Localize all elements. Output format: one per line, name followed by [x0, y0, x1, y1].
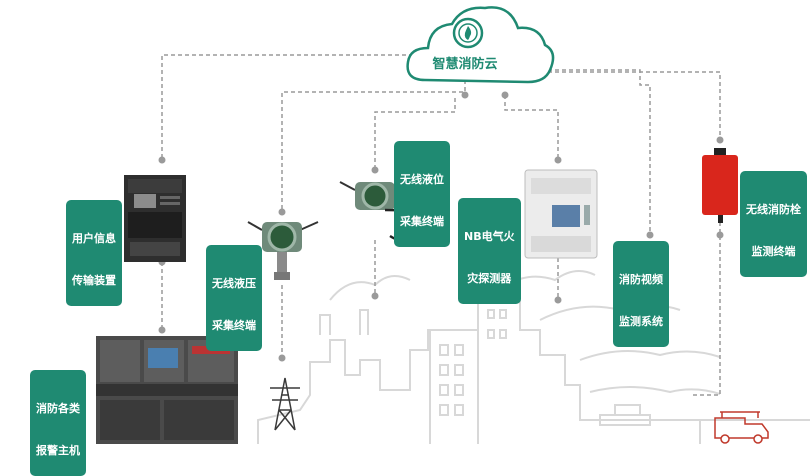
label-line-2: 灾探测器	[467, 272, 512, 285]
label-line-1: 无线液位	[400, 173, 444, 186]
label-hydrant: 无线消防栓 监测终端	[740, 171, 807, 277]
user-info-device	[124, 175, 186, 262]
label-liquid-level: 无线液位 采集终端	[394, 141, 450, 247]
label-line-2: 采集终端	[212, 319, 256, 332]
architecture-diagram	[96, 6, 810, 444]
label-line-2: 监测终端	[751, 245, 796, 258]
power-tower-icon	[270, 377, 300, 431]
label-line-2: 传输装置	[72, 274, 116, 287]
label-line-1: NB电气火	[464, 230, 515, 243]
label-line-1: 用户信息	[72, 232, 116, 245]
smart-fire-cloud	[406, 6, 555, 84]
label-user-info: 用户信息 传输装置	[66, 200, 122, 306]
label-line-2: 监测系统	[619, 315, 663, 328]
label-line-1: 消防各类	[36, 402, 80, 415]
pressure-collector-device	[247, 221, 319, 280]
hydrant-monitor-device	[702, 148, 738, 223]
label-line-1: 消防视频	[619, 273, 663, 286]
label-line-1: 无线消防栓	[746, 203, 801, 216]
label-video: 消防视频 监测系统	[613, 241, 669, 347]
label-pressure: 无线液压 采集终端	[206, 245, 262, 351]
city-skyline-background	[257, 270, 810, 444]
label-line-2: 采集终端	[400, 215, 444, 228]
cloud-title: 智慧消防云	[432, 57, 498, 72]
label-line-2: 报警主机	[36, 444, 80, 457]
fire-truck-icon	[714, 411, 769, 444]
nb-electrical-fire-detector	[524, 169, 598, 259]
alarm-host-console	[96, 336, 238, 444]
label-alarm-host: 消防各类 报警主机	[30, 370, 86, 476]
label-nb-fire: NB电气火 灾探测器	[458, 198, 521, 304]
connection-lines	[161, 54, 721, 396]
label-line-1: 无线液压	[212, 277, 256, 290]
